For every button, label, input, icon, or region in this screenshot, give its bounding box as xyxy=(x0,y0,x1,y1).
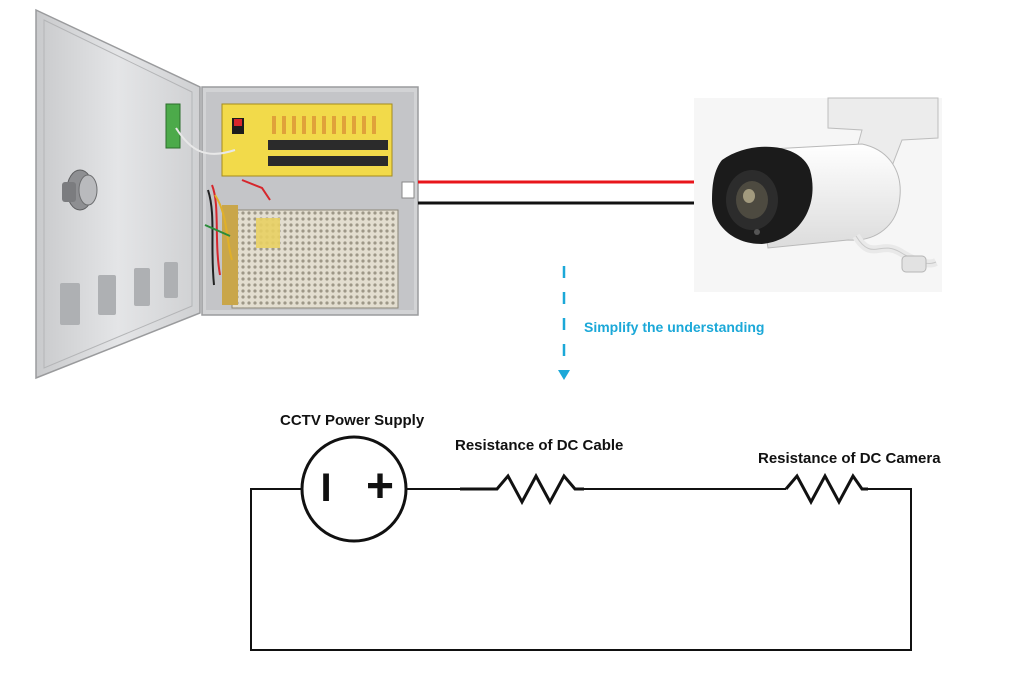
equivalent-circuit xyxy=(250,435,912,651)
door-lock-icon xyxy=(62,169,98,211)
source-plus-symbol: + xyxy=(365,460,395,513)
camera-lens-icon xyxy=(726,170,778,235)
cable-resistance-label: Resistance of DC Cable xyxy=(455,437,624,454)
bullet-camera-photo xyxy=(694,97,942,292)
tamper-switch-board xyxy=(165,103,181,149)
source-minus-symbol: I xyxy=(320,466,332,510)
cctv-power-supply-box-photo xyxy=(35,8,419,380)
simplify-arrow xyxy=(558,266,570,380)
simplify-label: Simplify the understanding xyxy=(584,319,765,335)
door-vents xyxy=(60,262,178,325)
circuit-wire xyxy=(250,488,912,651)
internal-wiring xyxy=(175,127,271,286)
power-source-symbol xyxy=(300,435,408,543)
power-supply-label: CCTV Power Supply xyxy=(280,412,425,429)
camera-resistance-label: Resistance of DC Camera xyxy=(758,450,941,467)
cable-resistor-symbol xyxy=(460,472,584,506)
camera-resistor-symbol xyxy=(784,472,868,506)
